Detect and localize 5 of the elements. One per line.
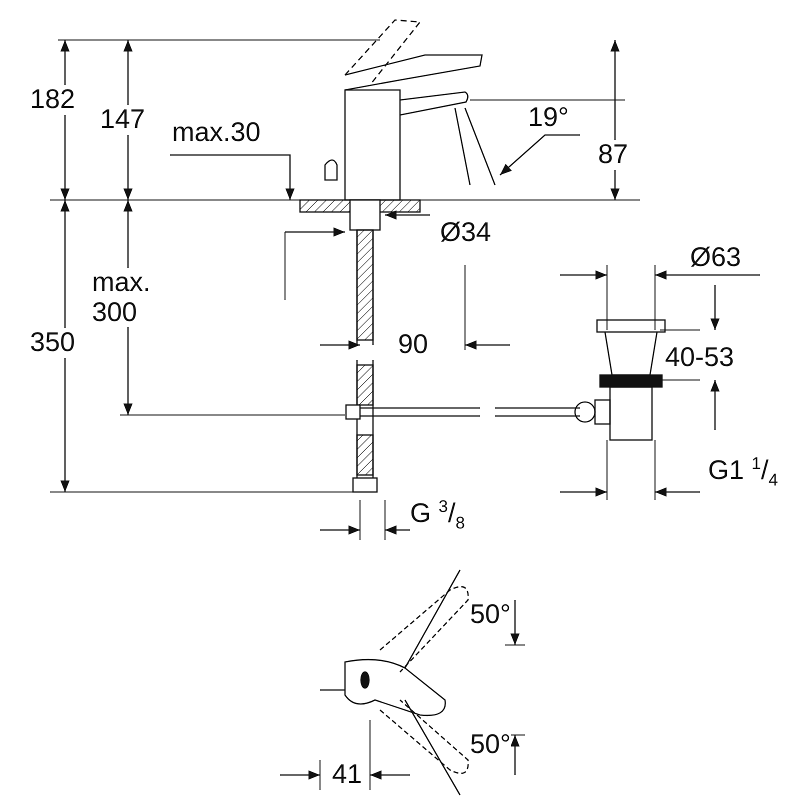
thread-size-label: G $^{3}$/$_{8}$ <box>410 498 465 534</box>
dimension-label: 182 <box>30 85 76 115</box>
dimension-label: 350 <box>30 328 76 358</box>
dimension-label: 87 <box>598 140 628 170</box>
dimension-label: 147 <box>100 105 146 135</box>
